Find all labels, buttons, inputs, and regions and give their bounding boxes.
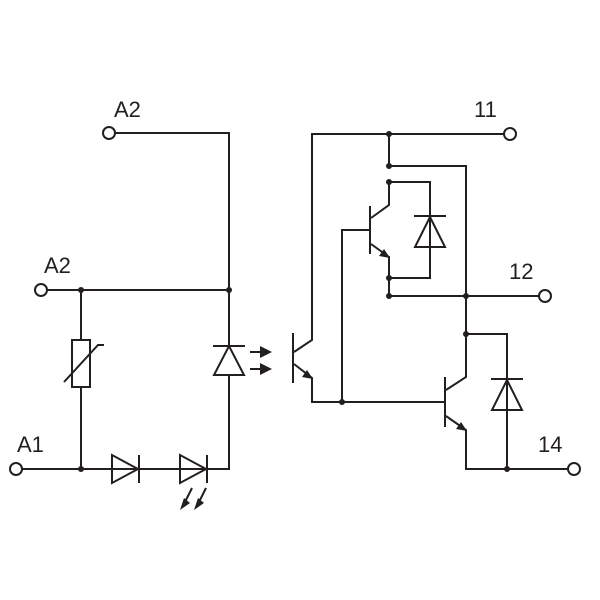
label-a2-mid: A2 <box>44 253 71 278</box>
label-a1: A1 <box>17 432 44 457</box>
junction-dot <box>386 275 392 281</box>
varistor-symbol <box>63 339 104 388</box>
terminal-a2-top <box>102 126 116 140</box>
terminal-12 <box>538 289 552 303</box>
indicator-led-symbol <box>179 453 209 510</box>
junction-dot <box>463 331 469 337</box>
output-freewheel-diode-symbol <box>490 377 524 411</box>
light-arrow-icon <box>199 487 207 501</box>
junction-dot <box>504 466 510 472</box>
junction-dot <box>78 466 84 472</box>
wire-a2-top <box>108 132 230 291</box>
junction-dot <box>226 287 232 293</box>
label-12: 12 <box>509 259 533 284</box>
terminal-14 <box>567 462 581 476</box>
optocoupler-led-symbol <box>212 343 272 376</box>
terminal-a2-mid <box>34 283 48 297</box>
driver-freewheel-diode-symbol <box>413 214 447 248</box>
driver-transistor-symbol <box>341 134 539 402</box>
light-arrow-icon <box>185 487 193 501</box>
rectifier-diode-symbol <box>111 453 141 485</box>
output-transistor-symbol <box>444 333 568 470</box>
label-11: 11 <box>474 97 497 122</box>
junction-dot <box>386 293 392 299</box>
junction-dot <box>78 287 84 293</box>
output-circuit <box>292 131 568 472</box>
terminal-a1 <box>9 462 23 476</box>
input-circuit <box>21 132 272 510</box>
junction-dot <box>386 163 392 169</box>
terminal-11 <box>503 127 517 141</box>
wire-a1 <box>21 374 230 470</box>
junction-dot <box>463 293 469 299</box>
label-14: 14 <box>538 432 562 457</box>
phototransistor-symbol <box>292 134 444 403</box>
junction-dot <box>386 179 392 185</box>
label-a2-top: A2 <box>114 97 141 122</box>
